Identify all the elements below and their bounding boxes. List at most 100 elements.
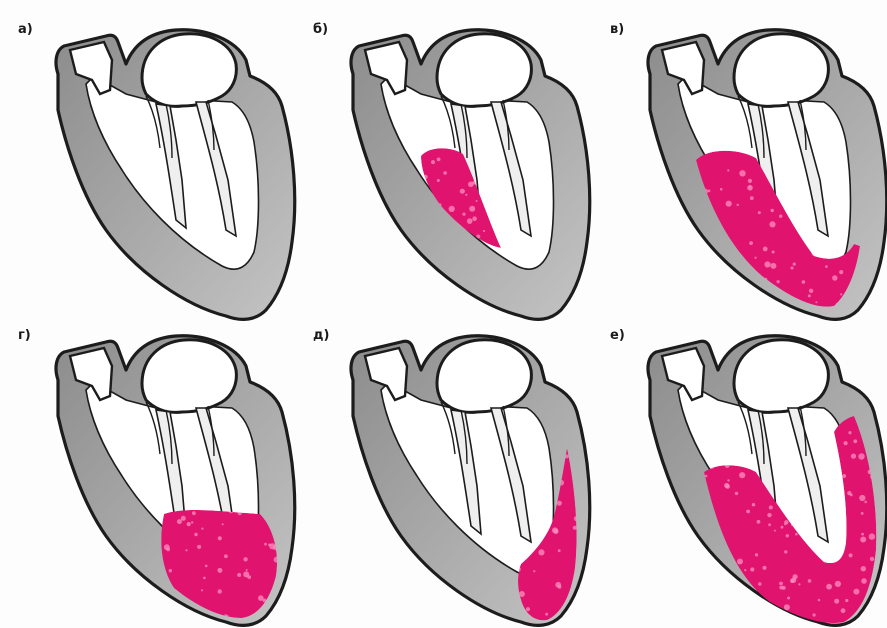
excitation-dot — [449, 206, 455, 212]
excitation-dot — [744, 304, 749, 309]
excitation-dot — [351, 304, 356, 309]
excitation-dot — [755, 553, 758, 556]
excitation-dot — [861, 512, 864, 515]
excitation-dot — [685, 525, 687, 527]
excitation-dot — [750, 196, 754, 200]
excitation-dot — [201, 589, 203, 591]
excitation-dot — [478, 609, 484, 615]
excitation-dot — [864, 501, 867, 504]
excitation-dot — [260, 368, 264, 372]
excitation-dot — [740, 31, 743, 34]
excitation-dot — [63, 592, 68, 597]
excitation-dot — [787, 597, 790, 600]
excitation-dot — [868, 40, 870, 42]
excitation-dot — [264, 543, 267, 546]
excitation-dot — [166, 548, 170, 552]
excitation-dot — [768, 523, 771, 526]
excitation-dot — [867, 82, 871, 86]
excitation-dot — [400, 310, 404, 314]
excitation-dot — [134, 596, 137, 599]
excitation-dot — [853, 589, 859, 595]
excitation-dot — [464, 602, 466, 604]
excitation-dot — [389, 621, 394, 626]
excitation-dot — [722, 302, 726, 306]
excitation-dot — [770, 263, 776, 269]
excitation-dot — [600, 234, 603, 237]
excitation-dot — [408, 572, 412, 576]
excitation-dot — [126, 619, 129, 622]
excitation-dot — [663, 564, 667, 568]
excitation-dot — [339, 456, 344, 461]
excitation-dot — [597, 535, 601, 539]
excitation-dot — [680, 274, 684, 278]
excitation-dot — [777, 280, 780, 283]
excitation-dot — [664, 253, 668, 257]
excitation-dot — [663, 251, 669, 257]
excitation-dot — [187, 522, 191, 526]
excitation-dot — [570, 48, 576, 54]
excitation-dot — [450, 603, 453, 606]
excitation-dot — [594, 197, 600, 203]
excitation-dot — [834, 599, 839, 604]
excitation-dot — [355, 598, 360, 603]
excitation-dot — [185, 549, 187, 551]
excitation-dot — [751, 308, 755, 312]
excitation-dot — [815, 301, 817, 303]
excitation-dot — [243, 557, 247, 561]
excitation-dot — [643, 271, 647, 275]
heart-diagram-a — [46, 30, 308, 322]
excitation-dot — [303, 478, 308, 483]
excitation-dot — [483, 230, 485, 232]
excitation-dot — [93, 547, 96, 550]
excitation-dot — [253, 361, 258, 366]
excitation-dot — [224, 554, 228, 558]
excitation-dot — [279, 377, 285, 383]
excitation-dot — [676, 295, 681, 300]
excitation-dot — [301, 550, 303, 552]
excitation-dot — [637, 345, 641, 349]
excitation-dot — [295, 441, 301, 447]
excitation-dot — [781, 526, 784, 529]
excitation-dot — [870, 350, 872, 352]
excitation-dot — [433, 274, 438, 279]
excitation-dot — [738, 298, 741, 301]
excitation-dot — [52, 336, 57, 341]
excitation-dot — [437, 179, 440, 182]
excitation-dot — [747, 185, 753, 191]
excitation-dot — [872, 366, 878, 372]
excitation-dot — [586, 592, 589, 595]
excitation-dot — [581, 79, 587, 85]
excitation-dot — [341, 603, 344, 606]
excitation-dot — [692, 285, 695, 288]
excitation-dot — [755, 257, 757, 259]
heart-diagram-e — [341, 336, 603, 628]
excitation-dot — [304, 603, 310, 609]
excitation-dot — [584, 430, 587, 433]
excitation-dot — [129, 624, 135, 628]
excitation-dot — [648, 130, 653, 135]
excitation-dot — [660, 225, 663, 228]
excitation-dot — [555, 582, 561, 588]
excitation-dot — [655, 501, 659, 505]
excitation-dot — [853, 439, 857, 443]
excitation-dot — [862, 620, 867, 625]
excitation-dot — [552, 55, 557, 60]
excitation-dot — [63, 498, 68, 503]
excitation-dot — [762, 566, 766, 570]
excitation-dot — [813, 613, 816, 616]
excitation-dot — [769, 221, 775, 227]
excitation-dot — [298, 479, 301, 482]
excitation-dot — [381, 255, 384, 258]
excitation-dot — [860, 537, 866, 543]
excitation-dot — [523, 36, 525, 38]
excitation-dot — [186, 615, 192, 621]
excitation-dot — [192, 511, 196, 515]
excitation-dot — [594, 478, 600, 484]
excitation-dot — [763, 618, 768, 623]
excitation-dot — [546, 365, 550, 369]
excitation-dot — [472, 216, 477, 221]
excitation-dot — [879, 305, 881, 307]
excitation-dot — [247, 575, 251, 579]
excitation-dot — [592, 407, 595, 410]
excitation-dot — [835, 581, 841, 587]
